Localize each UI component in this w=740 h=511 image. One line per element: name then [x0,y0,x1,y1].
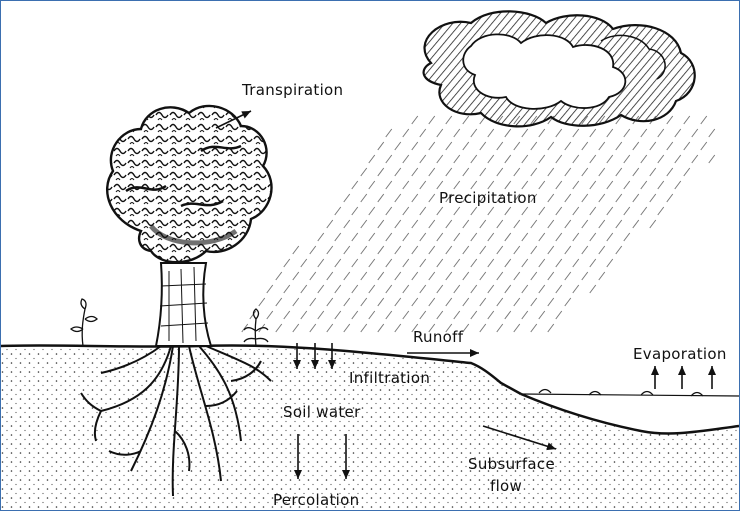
label-infiltration: Infiltration [349,369,430,387]
label-transpiration: Transpiration [242,81,343,99]
label-precipitation: Precipitation [439,189,537,207]
label-flow: flow [490,477,522,495]
label-soil-water: Soil water [283,403,361,421]
label-evaporation: Evaporation [633,345,727,363]
cloud-icon [424,11,695,126]
label-subsurface: Subsurface [468,455,555,473]
tree-icon [107,106,271,346]
label-runoff: Runoff [413,328,463,346]
plant-icon [244,309,268,347]
plant-icon [71,299,97,346]
rain-streaks [242,116,715,332]
label-percolation: Percolation [273,491,359,509]
